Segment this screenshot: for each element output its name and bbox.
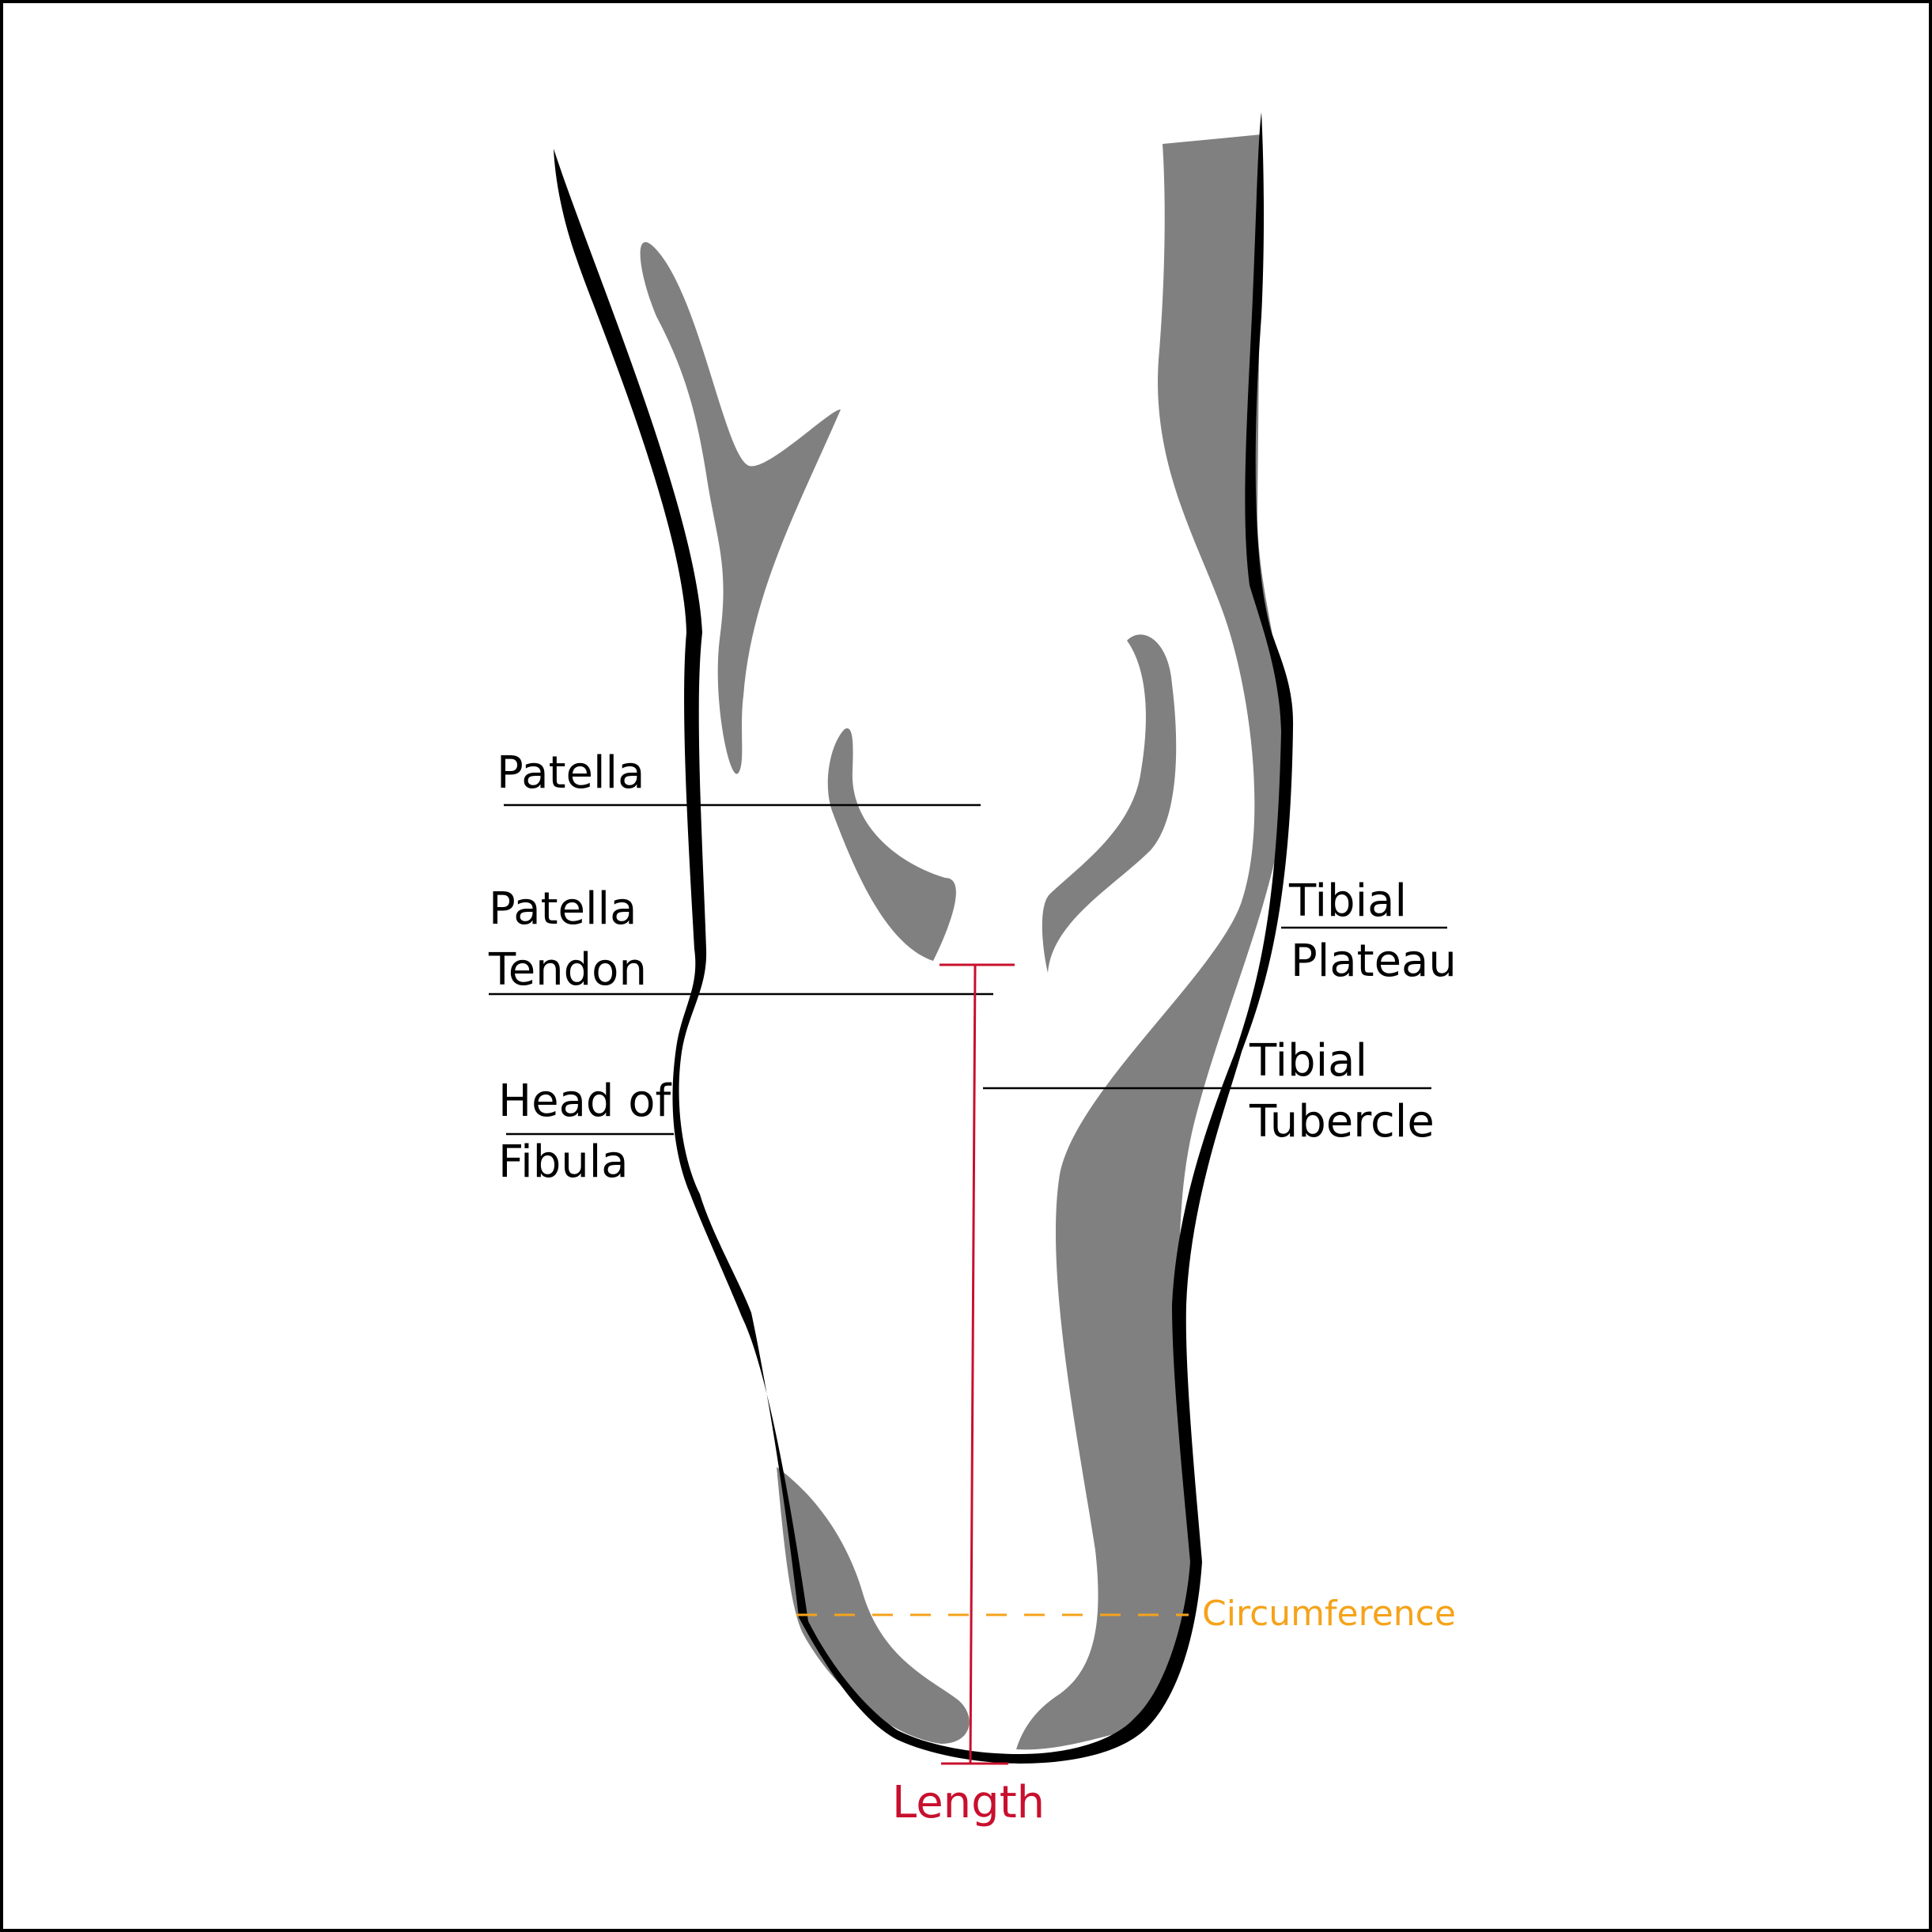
label-patella-tendon-line2: Tendon [488,944,647,996]
tibia-shaft [1016,134,1286,1750]
outline-left-side [554,149,1020,1764]
length-measurement [940,963,1015,1765]
femoral-condyle-left [640,242,841,774]
label-tibial-plateau-line1: Tibial [1288,875,1407,927]
labels: Patella Patella Tendon Head of Fibula Ti… [488,747,1457,1828]
patella-right-shape [1042,634,1177,973]
bone-shading [640,134,1286,1750]
label-head-of-fibula-line2: Fibula [498,1136,629,1188]
label-patella-tendon-line1: Patella [489,883,637,935]
leader-lines [489,803,1447,1136]
label-tibial-plateau-line2: Plateau [1291,936,1457,987]
patella-left-shape [827,728,956,961]
limb-outline [554,112,1294,1764]
label-tibial-tubercle-line1: Tibial [1249,1035,1367,1087]
label-circumference: Circumference [1202,1594,1456,1634]
label-head-of-fibula-line1: Head of [498,1076,671,1127]
label-length: Length [892,1777,1045,1828]
label-patella: Patella [497,747,645,799]
label-tibial-tubercle-line2: Tubercle [1249,1096,1435,1147]
length-measure-line [969,964,977,1764]
fibula-lower [777,1467,970,1744]
